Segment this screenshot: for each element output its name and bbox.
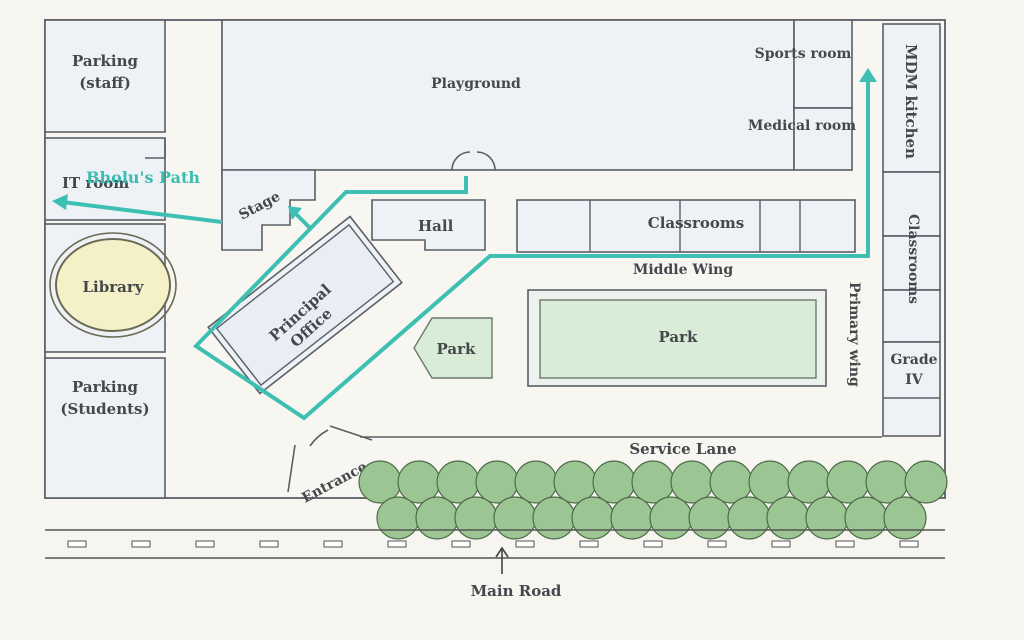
grade-iv-label-2: IV (905, 372, 924, 388)
park-small-label: Park (437, 340, 476, 358)
road-dash (259, 540, 279, 548)
road-dash (323, 540, 343, 548)
road-dash (643, 540, 663, 548)
primary-classroom-1 (882, 171, 941, 237)
road-dash (67, 540, 87, 548)
bholu-path-label: Bholu's Path (86, 168, 200, 187)
main-road-label: Main Road (471, 582, 562, 600)
parking-staff-label-1: Parking (72, 52, 138, 70)
hall-label: Hall (418, 217, 454, 235)
mdm-kitchen-label: MDM kitchen (902, 44, 920, 159)
middle-classrooms-block (516, 199, 856, 253)
medical-room (793, 107, 853, 171)
up-arrow-icon (495, 546, 509, 574)
road-dash (195, 540, 215, 548)
playground (221, 19, 795, 171)
road-dash (835, 540, 855, 548)
tree-icon (688, 496, 732, 540)
bholu-path (192, 78, 870, 421)
it-room-door (145, 138, 166, 159)
tree-icon (376, 496, 420, 540)
service-lane-label: Service Lane (629, 440, 736, 458)
grade-iv-room (882, 341, 941, 437)
tree-icon (415, 496, 459, 540)
road-dash (771, 540, 791, 548)
tree-icon (493, 496, 537, 540)
park-small (413, 317, 493, 379)
primary-classroom-2 (882, 235, 941, 291)
parking-students-area (44, 357, 166, 499)
library-label: Library (83, 278, 145, 296)
road-dash (131, 540, 151, 548)
tree-icon (805, 496, 849, 540)
tree-icon (883, 496, 927, 540)
road-center-dashes (67, 540, 919, 548)
tree-icon (727, 496, 771, 540)
sports-room-label: Sports room (755, 46, 852, 62)
road-dash (579, 540, 599, 548)
tree-line (358, 460, 948, 540)
road-dash (707, 540, 727, 548)
parking-staff-area (44, 19, 166, 133)
middle-wing-label: Middle Wing (633, 262, 733, 278)
library-outer-ring (49, 232, 177, 338)
road-dash (451, 540, 471, 548)
tree-icon (766, 496, 810, 540)
parking-students-label-1: Parking (72, 378, 138, 396)
tree-icon (844, 496, 888, 540)
path-to-it-room (61, 200, 223, 224)
middle-classrooms-label: Classrooms (648, 214, 744, 232)
road-dash (899, 540, 919, 548)
road-dash (387, 540, 407, 548)
grade-iv-label-1: Grade (890, 352, 937, 368)
it-room-label: IT room (62, 174, 129, 192)
park-large (539, 299, 817, 379)
medical-room-label: Medical room (748, 118, 856, 134)
arrow-icon (859, 68, 877, 82)
hall (371, 199, 486, 251)
primary-classrooms-label: Classrooms (905, 214, 921, 304)
arrow-icon (52, 194, 68, 210)
parking-staff-label-2: (staff) (79, 74, 131, 92)
tree-icon (610, 496, 654, 540)
tree-icon (649, 496, 693, 540)
tree-icon (454, 496, 498, 540)
primary-wing-label: Primary wing (846, 282, 862, 387)
sports-room (793, 19, 853, 109)
stage (221, 169, 316, 251)
park-large-label: Park (659, 328, 698, 346)
tree-icon (532, 496, 576, 540)
primary-classroom-3 (882, 289, 941, 343)
library (55, 238, 171, 332)
parking-students-label-2: (Students) (60, 400, 149, 418)
playground-label: Playground (431, 76, 521, 92)
arrow-icon (288, 206, 302, 220)
mdm-kitchen (882, 23, 941, 173)
road-dash (515, 540, 535, 548)
principal-office (207, 215, 403, 395)
tree-icon (904, 460, 948, 504)
playground-door (451, 151, 496, 171)
tree-icon (571, 496, 615, 540)
entrance-gate (287, 425, 373, 493)
